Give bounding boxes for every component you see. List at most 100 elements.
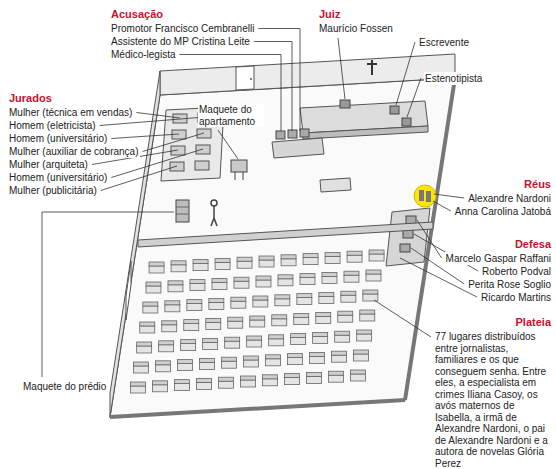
leader-line xyxy=(179,55,281,132)
chair-back xyxy=(306,372,321,376)
audience-chair xyxy=(335,331,350,342)
chair-back xyxy=(206,318,221,322)
chair-seat xyxy=(300,278,315,285)
front-wall xyxy=(110,400,405,417)
chair-seat xyxy=(149,266,164,273)
chair-seat xyxy=(215,262,230,269)
chair-back xyxy=(209,298,224,302)
audience-chair xyxy=(200,358,215,369)
audience-chair xyxy=(196,378,211,389)
chair-back xyxy=(168,281,183,285)
heading-label: Defesa xyxy=(514,238,552,251)
chair-seat xyxy=(325,256,340,263)
chair-seat xyxy=(313,336,328,343)
audience-chair xyxy=(156,361,171,372)
chair-seat xyxy=(281,259,296,266)
text-label: Homem (universitário) xyxy=(8,132,108,145)
heading-label: Acusação xyxy=(110,8,164,21)
audience-chair xyxy=(181,340,196,351)
audience-chair xyxy=(240,376,255,387)
audience-chair xyxy=(212,278,227,289)
chair-seat xyxy=(225,341,240,348)
chair-seat xyxy=(143,306,158,313)
audience-chair xyxy=(159,341,174,352)
chair-back xyxy=(250,316,265,320)
audience-chair xyxy=(313,332,328,343)
chair-seat xyxy=(288,358,303,365)
audience-chair xyxy=(256,276,271,287)
leader-line xyxy=(143,133,204,152)
audience-chair xyxy=(328,371,343,382)
audience-chair xyxy=(250,316,265,327)
chair-back xyxy=(187,300,202,304)
chair-back xyxy=(178,360,193,364)
audience-chair xyxy=(354,350,369,361)
chair-back xyxy=(140,322,155,326)
heading-label: Plateia xyxy=(515,316,552,329)
leader-line xyxy=(434,194,464,198)
audience-chair xyxy=(244,356,259,367)
building-model xyxy=(176,200,189,222)
leader-line xyxy=(101,166,177,191)
audience-chair xyxy=(338,311,353,322)
text-label: Maquete do apartamento xyxy=(198,104,264,127)
chair-seat xyxy=(234,281,249,288)
chair-seat xyxy=(310,356,325,363)
chair-seat xyxy=(174,384,189,391)
chair-seat xyxy=(350,374,365,381)
audience-chair xyxy=(149,262,164,273)
audience-chair xyxy=(275,295,290,306)
chair-back xyxy=(303,254,318,258)
chair-seat xyxy=(137,346,152,353)
audience-chair xyxy=(222,357,237,368)
chair-seat xyxy=(250,320,265,327)
audience-chair xyxy=(297,294,312,305)
chair-back xyxy=(222,357,237,361)
audience-chair xyxy=(253,296,268,307)
audience-chair xyxy=(234,277,249,288)
chair-back xyxy=(350,370,365,374)
chair-back xyxy=(156,361,171,365)
chair-back xyxy=(363,290,378,294)
chair-back xyxy=(137,342,152,346)
chair-seat xyxy=(140,326,155,333)
text-label: Maquete do prédio xyxy=(22,380,107,393)
audience-chair xyxy=(360,310,375,321)
chair-seat xyxy=(165,305,180,312)
chair-back xyxy=(332,351,347,355)
chair-seat xyxy=(187,304,202,311)
audience-chair xyxy=(322,272,337,283)
floor xyxy=(110,78,455,417)
chair-seat xyxy=(297,298,312,305)
chair-seat xyxy=(253,300,268,307)
chair-seat xyxy=(162,325,177,332)
chair-back xyxy=(225,337,240,341)
audience-chair xyxy=(209,298,224,309)
chair-seat xyxy=(269,339,284,346)
chair-back xyxy=(341,291,356,295)
chair-seat xyxy=(218,381,233,388)
chair-back xyxy=(247,336,262,340)
audience-chair xyxy=(262,375,277,386)
text-label: Homem (eletricista) xyxy=(8,119,97,132)
chair-back xyxy=(316,312,331,316)
chair-back xyxy=(354,350,369,354)
audience-chair xyxy=(300,274,315,285)
chair-back xyxy=(313,332,328,336)
chair-seat xyxy=(294,318,309,325)
chair-back xyxy=(360,310,375,314)
audience-chair xyxy=(193,260,208,271)
chair-back xyxy=(143,302,158,306)
chair-back xyxy=(228,317,243,321)
chair-seat xyxy=(190,284,205,291)
chair-seat xyxy=(134,366,149,373)
chair-back xyxy=(159,341,174,345)
chair-seat xyxy=(212,282,227,289)
chair-back xyxy=(146,282,161,286)
audience-chair xyxy=(228,317,243,328)
audience-chair xyxy=(357,330,372,341)
chair-seat xyxy=(262,379,277,386)
chair-back xyxy=(347,251,362,255)
chair-back xyxy=(344,271,359,275)
chair-back xyxy=(262,375,277,379)
